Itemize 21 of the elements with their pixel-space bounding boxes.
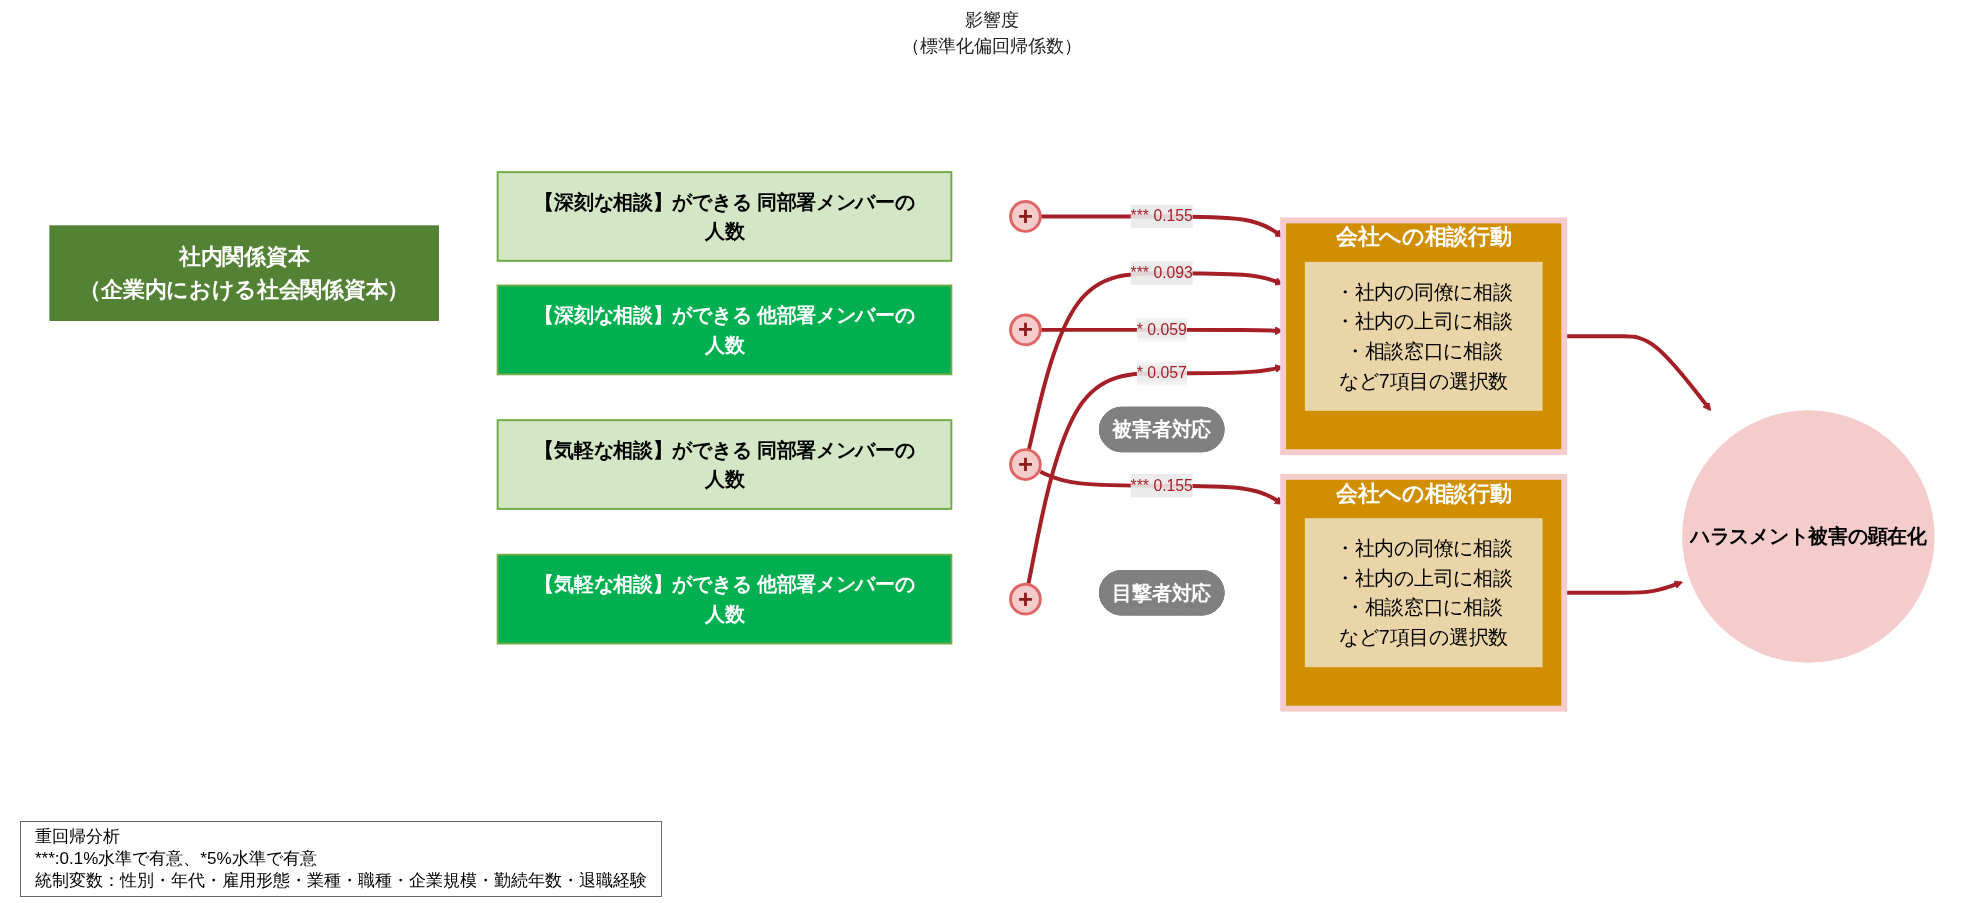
axis-caption: 影響度 [963, 9, 1020, 32]
node-box: ・社内の同僚に相談 ・社内の上司に相談 ・相談窓口に相談 など7項目の選択数 [1304, 261, 1543, 411]
edge-label: *** 0.155 [1130, 207, 1193, 225]
node-box: 社内関係資本 （企業内における社会関係資本） [48, 225, 439, 322]
note-text: 統制変数：性別・年代・雇用形態・業種・職種・企業規模・勤続年数・退職経験 [35, 869, 647, 892]
edge-label: *** 0.155 [1130, 476, 1193, 494]
note-text: 重回帰分析 [35, 825, 121, 848]
node-box: 【気軽な相談】ができる 同部署メンバーの人数 [496, 419, 952, 510]
node-circle: + [1008, 313, 1042, 347]
edge-label: *** 0.093 [1130, 264, 1193, 282]
node-circle: + [1008, 448, 1042, 481]
node-box: 【深刻な相談】ができる 他部署メンバーの人数 [496, 284, 952, 376]
node-circle: + [1008, 200, 1042, 233]
node-circle: + [1008, 582, 1042, 616]
axis-caption: （標準化偏回帰係数） [901, 35, 1082, 58]
edge-label: * 0.059 [1136, 321, 1187, 338]
note-text: ***:0.1%水準で有意、*5%水準で有意 [35, 847, 318, 870]
node-box: 【深刻な相談】ができる 同部署メンバーの人数 [496, 171, 952, 262]
node-box: ・社内の同僚に相談 ・社内の上司に相談 ・相談窓口に相談 など7項目の選択数 [1304, 518, 1543, 668]
edge-label: * 0.057 [1136, 364, 1187, 382]
node-box: 【気軽な相談】ができる 他部署メンバーの人数 [496, 553, 952, 645]
